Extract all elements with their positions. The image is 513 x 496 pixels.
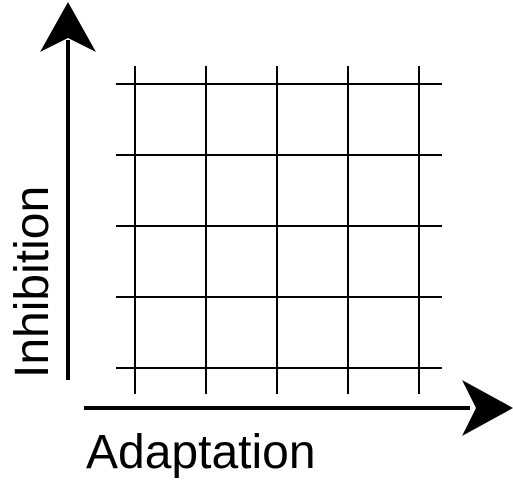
grid <box>116 66 442 394</box>
y-axis-label: Inhibition <box>6 186 59 378</box>
y-axis-arrowhead <box>40 2 96 52</box>
x-axis-arrowhead <box>462 380 513 436</box>
x-axis-label: Adaptation <box>86 426 316 479</box>
